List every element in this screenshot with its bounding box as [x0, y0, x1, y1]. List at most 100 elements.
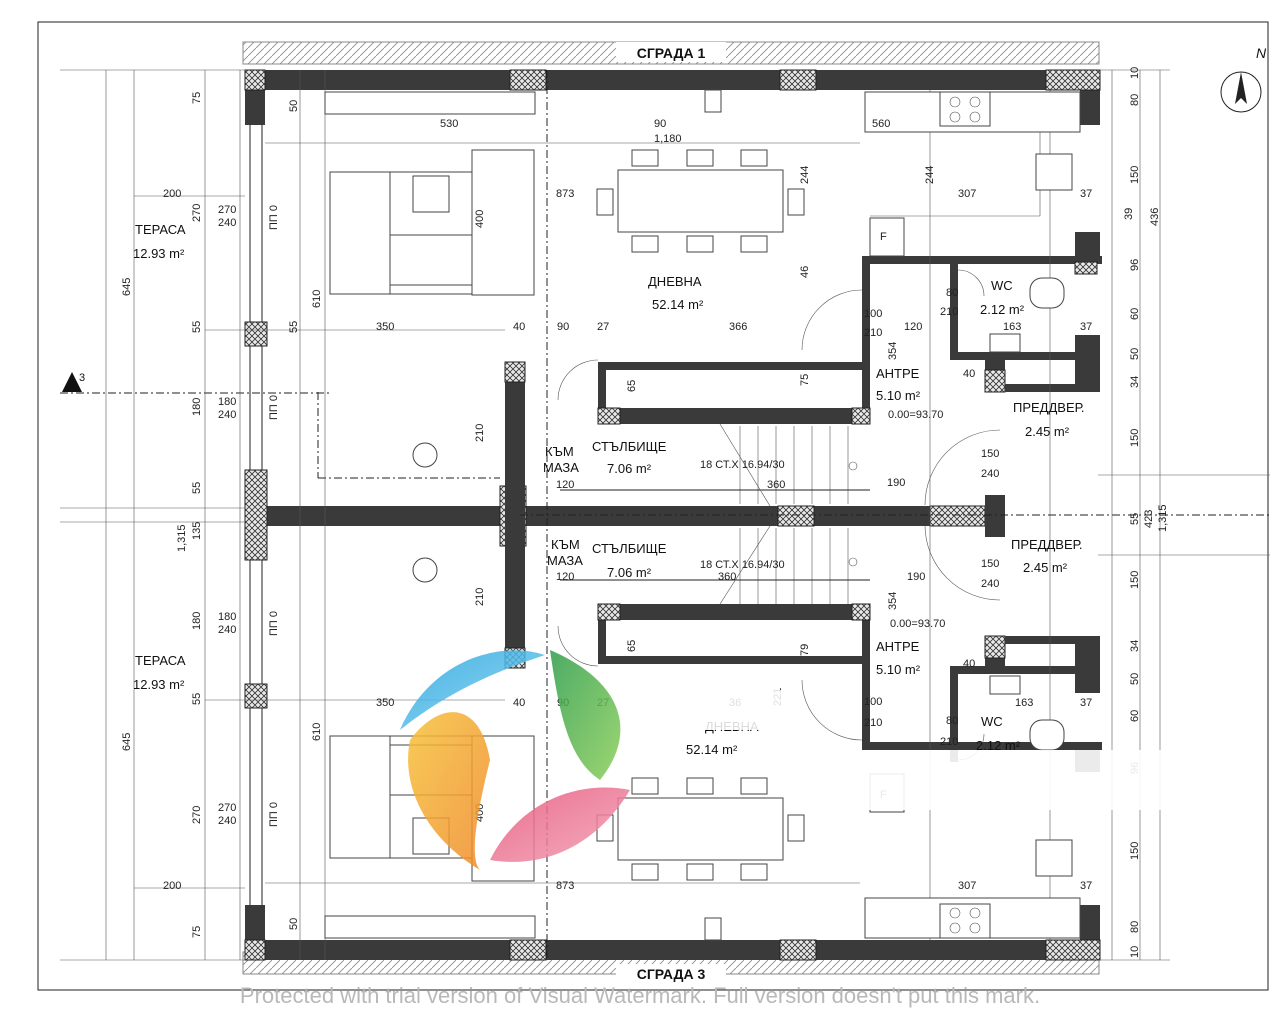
svg-text:90: 90 [654, 118, 666, 130]
svg-text:40: 40 [513, 697, 525, 709]
svg-text:270: 270 [218, 802, 236, 814]
svg-text:37: 37 [1080, 697, 1092, 709]
basement-top-line1: КЪМ [545, 444, 574, 459]
svg-text:80: 80 [1129, 94, 1141, 106]
svg-text:10: 10 [1129, 67, 1141, 79]
svg-text:150: 150 [1129, 166, 1141, 184]
stair-bottom-name: СТЪЛБИЩЕ [592, 541, 667, 556]
svg-text:400: 400 [474, 210, 486, 228]
basement-bottom-line2: МАЗА [547, 553, 583, 568]
furniture-top [324, 89, 1081, 468]
svg-text:90: 90 [557, 321, 569, 333]
svg-text:240: 240 [218, 217, 236, 229]
north-arrow-icon: N [1220, 45, 1267, 113]
terrace-bottom-area: 12.93 m² [133, 677, 185, 692]
svg-text:150: 150 [1129, 571, 1141, 589]
svg-text:55: 55 [191, 482, 203, 494]
svg-text:1,315: 1,315 [1157, 504, 1169, 532]
svg-text:50: 50 [1129, 673, 1141, 685]
stair-top-area: 7.06 m² [607, 461, 652, 476]
svg-text:34: 34 [1129, 376, 1141, 388]
left-dimension-chain [60, 69, 860, 961]
svg-text:423: 423 [1143, 510, 1155, 528]
wc-top-name: WC [991, 278, 1013, 293]
level-bottom: 0.00=93.70 [890, 618, 945, 630]
north-label: N [1256, 45, 1267, 61]
vest-top-name: ПРЕДДВЕР. [1013, 400, 1084, 415]
basement-bottom-line1: КЪМ [551, 537, 580, 552]
living-bottom-area: 52.14 m² [686, 742, 738, 757]
svg-text:350: 350 [376, 697, 394, 709]
hall-bottom-area: 5.10 m² [876, 662, 921, 677]
svg-text:180: 180 [218, 396, 236, 408]
trial-watermark: Protected with trial version of Visual W… [240, 983, 1040, 1008]
svg-text:307: 307 [958, 880, 976, 892]
svg-text:50: 50 [1129, 348, 1141, 360]
svg-text:270: 270 [191, 204, 203, 222]
basement-top-line2: МАЗА [543, 460, 579, 475]
svg-text:75: 75 [191, 92, 203, 104]
svg-text:873: 873 [556, 188, 574, 200]
section-mark-label: 3 [79, 372, 85, 384]
svg-text:37: 37 [1080, 880, 1092, 892]
svg-text:354: 354 [887, 592, 899, 610]
svg-text:ПП 0: ПП 0 [268, 611, 280, 636]
svg-text:27: 27 [597, 321, 609, 333]
svg-text:240: 240 [218, 624, 236, 636]
svg-text:100: 100 [864, 308, 882, 320]
stair-bottom-area: 7.06 m² [607, 565, 652, 580]
dimension-labels: 645 1,315 645 200 200 75 270 55 180 55 1… [121, 67, 1169, 958]
svg-text:180: 180 [218, 611, 236, 623]
svg-text:360: 360 [718, 571, 736, 583]
fridge-top: F [880, 231, 887, 243]
svg-text:190: 190 [907, 571, 925, 583]
svg-text:244: 244 [799, 166, 811, 184]
svg-text:200: 200 [163, 880, 181, 892]
living-top-name: ДНЕВНА [648, 274, 702, 289]
section-marker: 3 [62, 372, 85, 392]
svg-text:360: 360 [767, 479, 785, 491]
furniture-bottom [324, 557, 1081, 941]
svg-text:150: 150 [1129, 842, 1141, 860]
svg-text:55: 55 [191, 693, 203, 705]
door-swings [557, 269, 1001, 761]
svg-text:80: 80 [946, 715, 958, 727]
svg-text:ПП 0: ПП 0 [268, 802, 280, 827]
svg-text:645: 645 [121, 278, 133, 296]
svg-text:150: 150 [1129, 429, 1141, 447]
svg-text:240: 240 [218, 815, 236, 827]
svg-text:240: 240 [218, 409, 236, 421]
svg-text:46: 46 [799, 266, 811, 278]
svg-text:180: 180 [191, 612, 203, 630]
svg-text:50: 50 [288, 918, 300, 930]
svg-text:210: 210 [940, 736, 958, 748]
outer-walls [244, 69, 1102, 961]
stair-treads [560, 423, 870, 605]
svg-text:366: 366 [729, 321, 747, 333]
brand-text-watermark [690, 690, 1190, 810]
svg-text:180: 180 [191, 398, 203, 416]
svg-text:1,315: 1,315 [176, 524, 188, 552]
svg-text:135: 135 [191, 522, 203, 540]
svg-text:873: 873 [556, 880, 574, 892]
svg-text:80: 80 [1129, 921, 1141, 933]
svg-text:ПП 0: ПП 0 [268, 205, 280, 230]
hall-bottom-name: АНТРЕ [876, 639, 920, 654]
svg-text:34: 34 [1129, 640, 1141, 652]
svg-text:ПП 0: ПП 0 [268, 395, 280, 420]
svg-text:10: 10 [1129, 946, 1141, 958]
svg-text:65: 65 [626, 380, 638, 392]
vest-top-area: 2.45 m² [1025, 424, 1070, 439]
svg-text:270: 270 [191, 806, 203, 824]
wc-top-area: 2.12 m² [980, 302, 1025, 317]
svg-text:120: 120 [904, 321, 922, 333]
svg-text:530: 530 [440, 118, 458, 130]
svg-text:55: 55 [1129, 513, 1141, 525]
svg-text:120: 120 [556, 479, 574, 491]
terrace-top-area: 12.93 m² [133, 246, 185, 261]
svg-text:40: 40 [963, 368, 975, 380]
svg-text:560: 560 [872, 118, 890, 130]
svg-text:40: 40 [963, 658, 975, 670]
svg-text:80: 80 [946, 287, 958, 299]
